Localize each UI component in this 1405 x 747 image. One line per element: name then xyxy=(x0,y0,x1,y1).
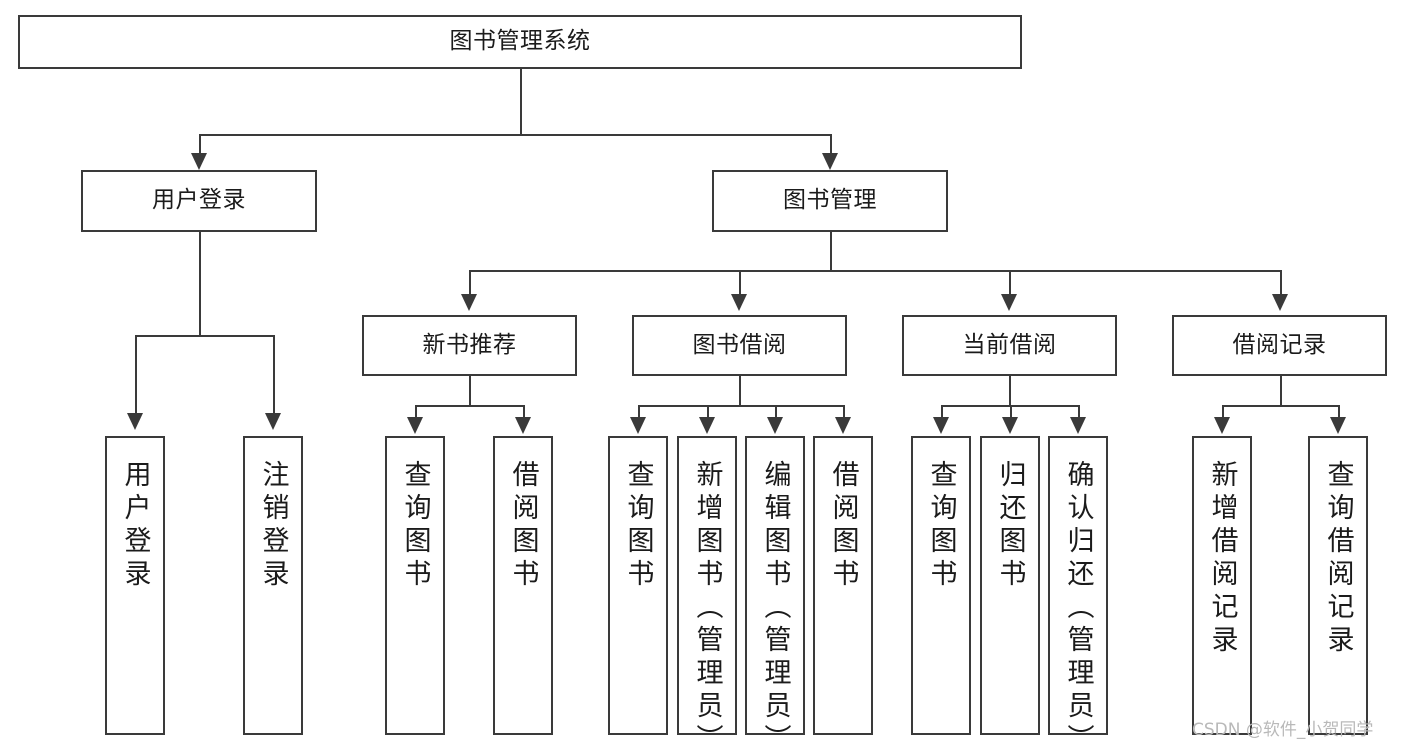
connector-user-login-to-leaf-1 xyxy=(135,335,137,415)
connector-user-login-to-leaf-2 xyxy=(273,335,275,415)
connector-borrow-record-to-leaf-2 xyxy=(1338,405,1340,419)
connector-book-manage-bus xyxy=(469,270,1280,272)
node-current-borrow[interactable]: 当前借阅 xyxy=(902,315,1117,376)
arrowhead-user-login-to-leaf-1 xyxy=(127,413,143,430)
connector-borrow-record-bus xyxy=(1222,405,1338,407)
connector-book-manage-to-current-borrow xyxy=(1009,270,1011,296)
node-label: 查询图书 xyxy=(622,460,654,592)
arrowhead-borrow-record-to-leaf-1 xyxy=(1214,417,1230,434)
node-label: 借阅记录 xyxy=(1232,331,1327,358)
connector-book-borrow-to-leaf-2 xyxy=(707,405,709,419)
connector-current-borrow-to-leaf-1 xyxy=(941,405,943,419)
connector-new-book-rec-to-leaf-1 xyxy=(415,405,417,419)
leaf-add-book-admin[interactable]: 新增图书（管理员） xyxy=(677,436,737,747)
node-new-book-recommend[interactable]: 新书推荐 xyxy=(362,315,577,376)
arrowhead-user-login-to-leaf-2 xyxy=(265,413,281,430)
arrowhead-current-borrow-to-leaf-3 xyxy=(1070,417,1086,434)
node-book-management[interactable]: 图书管理 xyxy=(712,170,948,232)
node-label: 用户登录 xyxy=(152,187,246,214)
node-label: 新增图书（管理员） xyxy=(691,460,723,747)
arrowhead-book-borrow-to-leaf-3 xyxy=(767,417,783,434)
connector-book-borrow-to-leaf-4 xyxy=(843,405,845,419)
connector-book-manage-to-book-borrow xyxy=(739,270,741,296)
node-label: 当前借阅 xyxy=(962,331,1057,358)
connector-root-to-user-login xyxy=(199,134,201,155)
node-label: 用户登录 xyxy=(119,460,151,592)
arrowhead-borrow-record-to-leaf-2 xyxy=(1330,417,1346,434)
arrowhead-book-manage-to-borrow-record xyxy=(1272,294,1288,311)
node-label: 查询借阅记录 xyxy=(1322,460,1354,658)
node-label: 归还图书 xyxy=(994,460,1026,592)
connector-root-stem xyxy=(520,69,522,134)
arrowhead-book-manage-to-current-borrow xyxy=(1001,294,1017,311)
node-root-book-management-system[interactable]: 图书管理系统 xyxy=(18,15,1022,69)
node-label: 注销登录 xyxy=(257,460,289,592)
node-label: 借阅图书 xyxy=(507,460,539,592)
arrowhead-book-manage-to-book-borrow xyxy=(731,294,747,311)
node-book-borrow[interactable]: 图书借阅 xyxy=(632,315,847,376)
leaf-add-borrow-record[interactable]: 新增借阅记录 xyxy=(1192,436,1252,735)
connector-user-login-stem xyxy=(199,232,201,335)
leaf-query-borrow-record[interactable]: 查询借阅记录 xyxy=(1308,436,1368,735)
connector-book-manage-stem xyxy=(830,232,832,270)
leaf-query-book-current[interactable]: 查询图书 xyxy=(911,436,971,735)
leaf-return-book[interactable]: 归还图书 xyxy=(980,436,1040,735)
leaf-edit-book-admin[interactable]: 编辑图书（管理员） xyxy=(745,436,805,747)
connector-root-bus xyxy=(199,134,832,136)
node-label: 新增借阅记录 xyxy=(1206,460,1238,658)
node-borrow-record[interactable]: 借阅记录 xyxy=(1172,315,1387,376)
leaf-borrow-book-new-recommend[interactable]: 借阅图书 xyxy=(493,436,553,735)
node-user-login[interactable]: 用户登录 xyxy=(81,170,317,232)
node-label: 确认归还（管理员） xyxy=(1062,460,1094,747)
arrowhead-root-to-book-manage xyxy=(822,153,838,170)
node-label: 借阅图书 xyxy=(827,460,859,592)
arrowhead-book-manage-to-new-book-rec xyxy=(461,294,477,311)
connector-new-book-rec-to-leaf-2 xyxy=(523,405,525,419)
leaf-query-book-borrow[interactable]: 查询图书 xyxy=(608,436,668,735)
connector-current-borrow-stem xyxy=(1009,376,1011,405)
leaf-user-login[interactable]: 用户登录 xyxy=(105,436,165,735)
csdn-watermark: CSDN @软件_小贺同学 xyxy=(1192,720,1374,740)
connector-new-book-rec-stem xyxy=(469,376,471,405)
connector-new-book-rec-bus xyxy=(415,405,523,407)
node-label: 查询图书 xyxy=(399,460,431,592)
arrowhead-book-borrow-to-leaf-4 xyxy=(835,417,851,434)
connector-current-borrow-bus xyxy=(941,405,1078,407)
connector-user-login-bus xyxy=(135,335,273,337)
arrowhead-current-borrow-to-leaf-1 xyxy=(933,417,949,434)
node-label: 图书借阅 xyxy=(692,331,787,358)
leaf-query-book-new-recommend[interactable]: 查询图书 xyxy=(385,436,445,735)
connector-book-borrow-to-leaf-3 xyxy=(775,405,777,419)
arrowhead-book-borrow-to-leaf-1 xyxy=(630,417,646,434)
connector-book-borrow-bus xyxy=(638,405,843,407)
connector-borrow-record-to-leaf-1 xyxy=(1222,405,1224,419)
arrowhead-current-borrow-to-leaf-2 xyxy=(1002,417,1018,434)
node-label: 图书管理 xyxy=(783,187,877,214)
node-label: 图书管理系统 xyxy=(449,28,591,55)
connector-book-manage-to-borrow-record xyxy=(1280,270,1282,296)
node-label: 编辑图书（管理员） xyxy=(759,460,791,747)
leaf-borrow-book[interactable]: 借阅图书 xyxy=(813,436,873,735)
connector-current-borrow-to-leaf-2 xyxy=(1010,405,1012,419)
arrowhead-new-book-rec-to-leaf-2 xyxy=(515,417,531,434)
node-label: 新书推荐 xyxy=(422,331,517,358)
connector-book-borrow-stem xyxy=(739,376,741,405)
arrowhead-new-book-rec-to-leaf-1 xyxy=(407,417,423,434)
arrowhead-book-borrow-to-leaf-2 xyxy=(699,417,715,434)
connector-current-borrow-to-leaf-3 xyxy=(1078,405,1080,419)
connector-book-manage-to-new-book-rec xyxy=(469,270,471,296)
connector-borrow-record-stem xyxy=(1280,376,1282,405)
connector-book-borrow-to-leaf-1 xyxy=(638,405,640,419)
node-label: 查询图书 xyxy=(925,460,957,592)
arrowhead-root-to-user-login xyxy=(191,153,207,170)
connector-root-to-book-manage xyxy=(830,134,832,155)
leaf-confirm-return-admin[interactable]: 确认归还（管理员） xyxy=(1048,436,1108,747)
leaf-logout-login[interactable]: 注销登录 xyxy=(243,436,303,735)
